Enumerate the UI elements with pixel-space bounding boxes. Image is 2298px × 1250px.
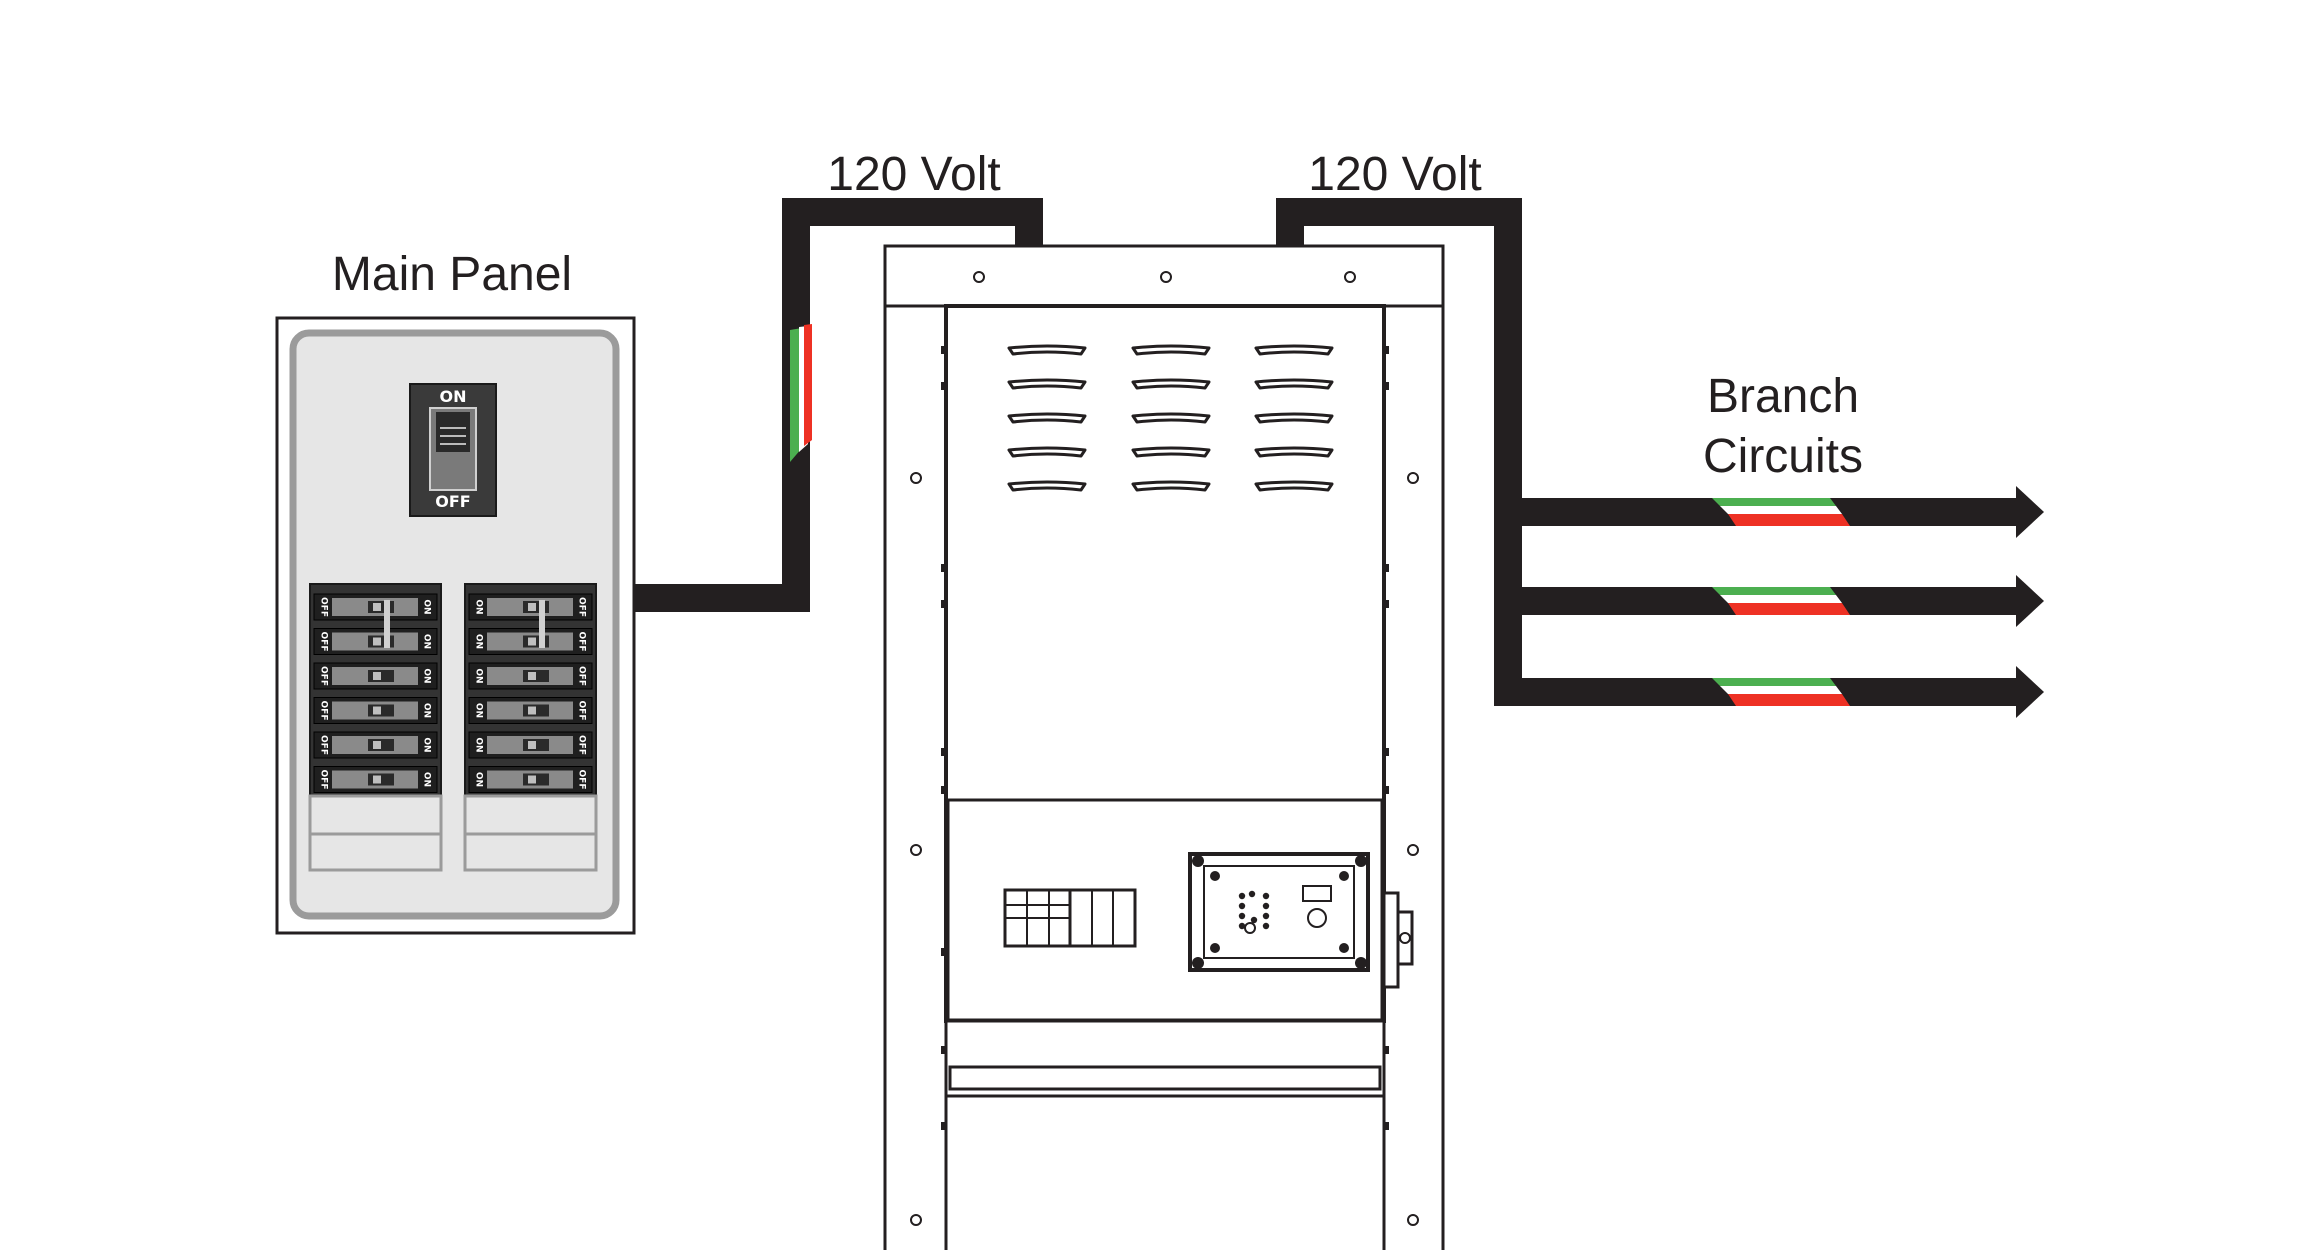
branch-arrowhead xyxy=(2016,666,2044,718)
breaker-switch[interactable]: ON OFF xyxy=(468,697,593,724)
breaker-end-label: OFF xyxy=(577,701,587,721)
breaker-switch[interactable]: OFF ON xyxy=(313,662,438,690)
controller-dial[interactable] xyxy=(1307,908,1327,928)
input-voltage-label: 120 Volt xyxy=(827,148,1000,201)
branch-circuit xyxy=(1494,575,2044,627)
breaker-switch[interactable]: OFF ON xyxy=(313,766,438,793)
breaker-end-label: OFF xyxy=(577,735,587,755)
input-wire-120v: 120 Volt xyxy=(634,148,1054,612)
breaker-switch[interactable]: OFF ON xyxy=(313,628,438,655)
branch-circuit xyxy=(1494,666,2044,718)
branch-circuit xyxy=(1494,486,2044,538)
frame-mounting-holes xyxy=(910,271,1419,1226)
breaker-start-label: ON xyxy=(474,703,484,718)
breaker-start-label: OFF xyxy=(319,597,329,617)
output-voltage-label: 120 Volt xyxy=(1308,148,1481,201)
breaker-switch[interactable]: OFF ON xyxy=(313,697,438,724)
main-switch-off-label: OFF xyxy=(435,492,470,511)
main-panel-label: Main Panel xyxy=(332,248,572,301)
side-connector xyxy=(1382,891,1414,989)
ventilation-louvers xyxy=(1007,344,1334,492)
breaker-bank-left: OFF ON OFF ON OFF ON OFF ON OFF ON OFF ON xyxy=(308,583,443,872)
breaker-start-label: ON xyxy=(474,668,484,683)
breaker-end-label: ON xyxy=(422,668,432,683)
breaker-end-label: OFF xyxy=(577,666,587,686)
breaker-switch[interactable]: ON OFF xyxy=(468,766,593,793)
breaker-end-label: ON xyxy=(422,703,432,718)
breaker-end-label: OFF xyxy=(577,597,587,617)
breaker-start-label: OFF xyxy=(319,735,329,755)
main-breaker-switch[interactable]: ON OFF xyxy=(409,383,497,517)
main-switch-on-label: ON xyxy=(440,387,467,406)
breaker-start-label: ON xyxy=(474,772,484,787)
breaker-switch[interactable]: ON OFF xyxy=(468,731,593,759)
breaker-start-label: OFF xyxy=(319,666,329,686)
status-led-indicators xyxy=(1238,890,1270,930)
breaker-end-label: ON xyxy=(422,634,432,649)
breaker-switch[interactable]: OFF ON xyxy=(313,731,438,759)
breaker-switch[interactable]: ON OFF xyxy=(468,662,593,690)
breaker-end-label: ON xyxy=(422,737,432,752)
branch-arrowhead xyxy=(2016,486,2044,538)
breaker-start-label: OFF xyxy=(319,770,329,790)
controller-display xyxy=(1302,885,1332,902)
cabinet-lower-panel xyxy=(944,1019,1386,1250)
breaker-switch[interactable]: ON OFF xyxy=(468,593,593,621)
branch-circuits-label-line2: Circuits xyxy=(1703,430,1863,483)
controller-knob-small[interactable] xyxy=(1244,922,1256,934)
circuit-breaker-block xyxy=(1003,888,1137,948)
branch-arrowhead xyxy=(2016,575,2044,627)
breaker-start-label: ON xyxy=(474,599,484,614)
controller-module[interactable] xyxy=(1188,852,1370,972)
breaker-end-label: OFF xyxy=(577,770,587,790)
branch-circuits xyxy=(1494,486,2044,718)
breaker-switch[interactable]: OFF ON xyxy=(313,593,438,621)
transfer-switch-cabinet xyxy=(883,244,1445,1250)
breaker-end-label: ON xyxy=(422,772,432,787)
breaker-bank-right: ON OFF ON OFF ON OFF ON OFF ON OFF ON OFF xyxy=(463,583,598,872)
breaker-end-label: OFF xyxy=(577,632,587,652)
breaker-start-label: ON xyxy=(474,634,484,649)
breaker-start-label: OFF xyxy=(319,632,329,652)
breaker-start-label: OFF xyxy=(319,701,329,721)
breaker-start-label: ON xyxy=(474,737,484,752)
branch-circuits-label-line1: Branch xyxy=(1707,370,1859,423)
breaker-switch[interactable]: ON OFF xyxy=(468,628,593,655)
cabinet-lower-bar xyxy=(948,1065,1382,1091)
breaker-end-label: ON xyxy=(422,599,432,614)
